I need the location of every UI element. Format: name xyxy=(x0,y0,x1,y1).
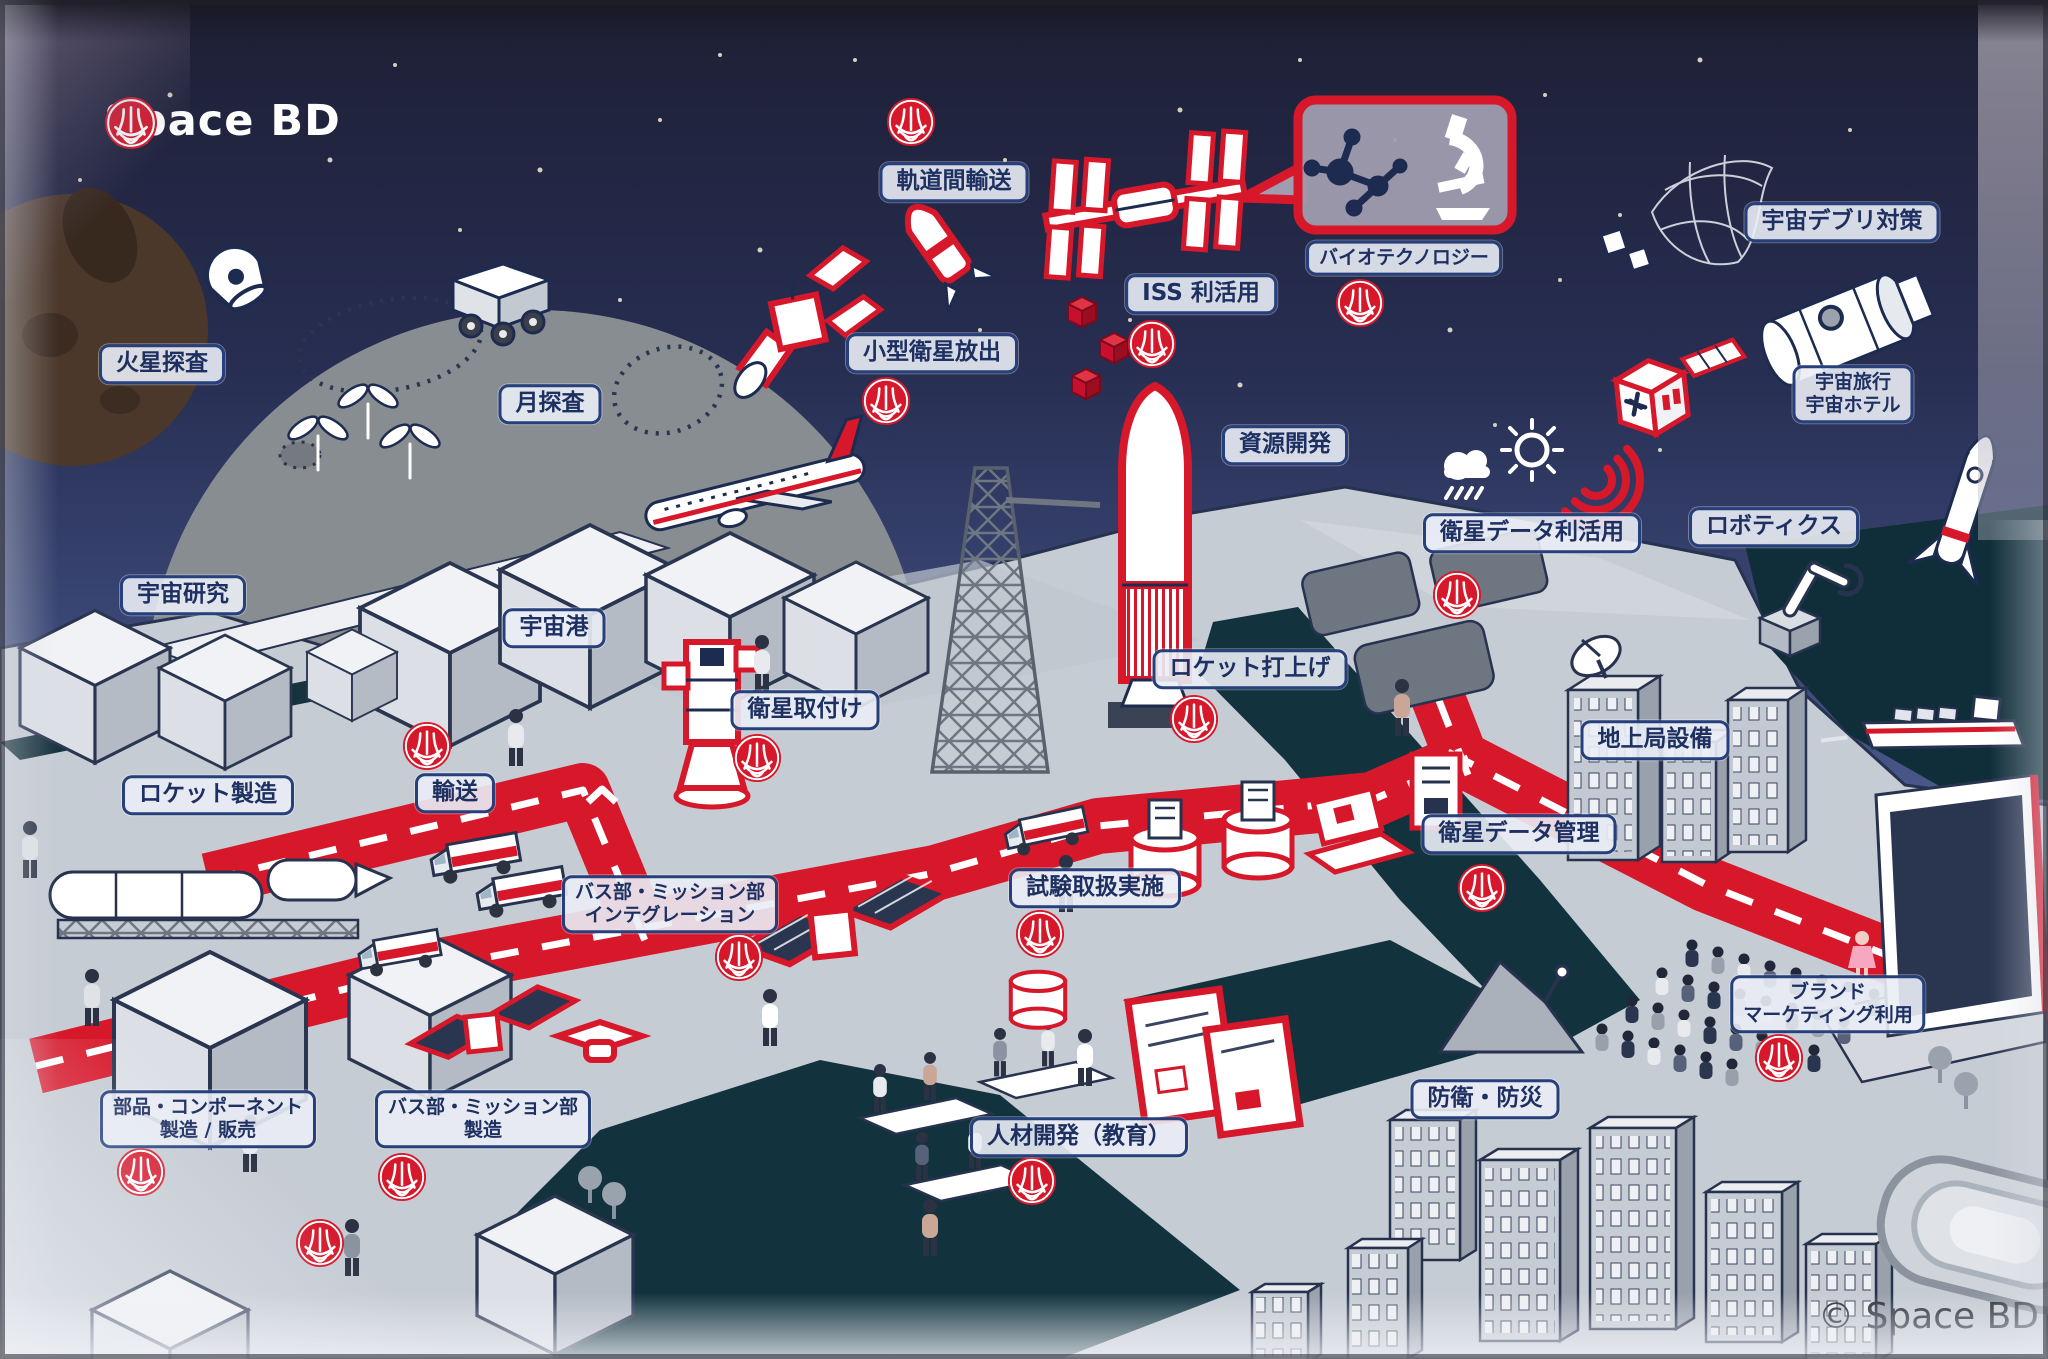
spacebd-badge-icon xyxy=(1169,694,1219,744)
transfer-vehicle-icon xyxy=(904,203,998,313)
spacebd-badge-icon xyxy=(732,733,782,783)
label-robotics: ロボティクス xyxy=(1689,507,1859,547)
classroom xyxy=(855,985,1304,1203)
molecule-icon xyxy=(1303,128,1408,217)
data-satellite-icon xyxy=(1610,337,1748,439)
ground-satellite-icon xyxy=(734,872,957,968)
copyright-text: © Space BD xyxy=(1818,1296,2040,1337)
spacebd-badge-icon xyxy=(377,1152,427,1202)
label-rocket-manufacturing: ロケット製造 xyxy=(122,775,294,815)
cubesat-cubes-icon xyxy=(1065,295,1131,401)
label-hr-development: 人材開発（教育） xyxy=(970,1117,1188,1157)
label-biotechnology: バイオテクノロジー xyxy=(1306,240,1502,276)
label-small-sat-deployment: 小型衛星放出 xyxy=(846,333,1018,373)
spacebd-badge-icon xyxy=(402,721,452,771)
label-satellite-attachment: 衛星取付け xyxy=(730,690,880,730)
dish-antenna-icon xyxy=(1570,634,1622,679)
label-satellite-data-management: 衛星データ管理 xyxy=(1421,814,1617,854)
brand-stage xyxy=(1595,773,2048,1086)
label-ground-station: 地上局設備 xyxy=(1580,720,1730,760)
laptop-icon xyxy=(1303,785,1416,875)
spacebd-badge-icon xyxy=(1127,319,1177,369)
label-resource-development: 資源開発 xyxy=(1222,425,1348,465)
spacebd-logo: Space BD xyxy=(104,96,341,150)
spacebd-badge-icon xyxy=(861,376,911,426)
airplane-icon xyxy=(644,413,866,532)
spacebd-logo-icon xyxy=(104,96,158,150)
rover-bot-icon xyxy=(548,1018,652,1063)
label-space-research: 宇宙研究 xyxy=(120,575,246,615)
robot-arm-icon xyxy=(1756,560,1864,658)
spacebd-badge-icon xyxy=(1007,1156,1057,1206)
spacebd-badge-icon xyxy=(1432,570,1482,620)
rain-cloud-icon xyxy=(1444,450,1490,500)
spacebd-badge-icon xyxy=(1754,1033,1804,1083)
label-bus-mission-manufacturing: バス部・ミッション部 製造 xyxy=(374,1090,592,1148)
spacebd-badge-icon xyxy=(116,1147,166,1197)
rocket-stage-trailer-icon xyxy=(48,858,394,940)
spacebd-badge-icon xyxy=(1015,909,1065,959)
label-transport: 輸送 xyxy=(415,773,495,813)
label-bus-mission-integration: バス部・ミッション部 インテグレーション xyxy=(561,875,779,933)
microscope-icon xyxy=(1436,114,1490,220)
label-space-travel-hotel: 宇宙旅行 宇宙ホテル xyxy=(1792,365,1914,423)
label-defense-disaster: 防衛・防災 xyxy=(1410,1079,1560,1119)
label-iss-utilization: ISS 利活用 xyxy=(1125,274,1277,314)
label-satellite-data-utilization: 衛星データ利活用 xyxy=(1423,513,1641,553)
spacebd-badge-icon xyxy=(886,97,936,147)
label-mars-exploration: 火星探査 xyxy=(99,344,225,384)
label-spaceport: 宇宙港 xyxy=(502,608,606,648)
spacebd-badge-icon xyxy=(1335,278,1385,328)
deploy-satellite-icon xyxy=(733,244,885,399)
label-test-handling: 試験取扱実施 xyxy=(1009,868,1181,908)
biotech-speech-bubble xyxy=(1237,95,1517,235)
cubesat-pair-icon xyxy=(1599,227,1652,272)
label-moon-exploration: 月探査 xyxy=(498,384,602,424)
big-screen-icon xyxy=(1874,773,2048,1038)
label-rocket-launch: ロケット打上げ xyxy=(1152,649,1348,689)
whiteboard-icon xyxy=(1202,1014,1304,1139)
label-space-debris-removal: 宇宙デブリ対策 xyxy=(1744,202,1940,242)
label-orbital-transfer: 軌道間輸送 xyxy=(879,162,1029,202)
label-parts-components: 部品・コンポーネント 製造 / 販売 xyxy=(99,1090,317,1148)
iss-icon xyxy=(1041,128,1249,281)
moon-rover-icon xyxy=(448,262,554,347)
launch-tower-icon xyxy=(929,466,1101,774)
cargo-ship-icon xyxy=(1820,694,2026,750)
spacebd-badge-icon xyxy=(295,1218,345,1268)
spacebd-badge-icon xyxy=(714,932,764,982)
debris-net-icon xyxy=(1650,154,1774,266)
stadium-icon xyxy=(1876,1155,2048,1315)
spacebd-badge-icon xyxy=(1457,863,1507,913)
mountain-radar-icon xyxy=(1437,959,1585,1054)
moon-plants-icon xyxy=(287,383,441,480)
label-brand-marketing: ブランド マーケティング利用 xyxy=(1730,975,1926,1033)
mars-capsule-icon xyxy=(205,245,268,312)
sun-icon xyxy=(1500,418,1564,482)
